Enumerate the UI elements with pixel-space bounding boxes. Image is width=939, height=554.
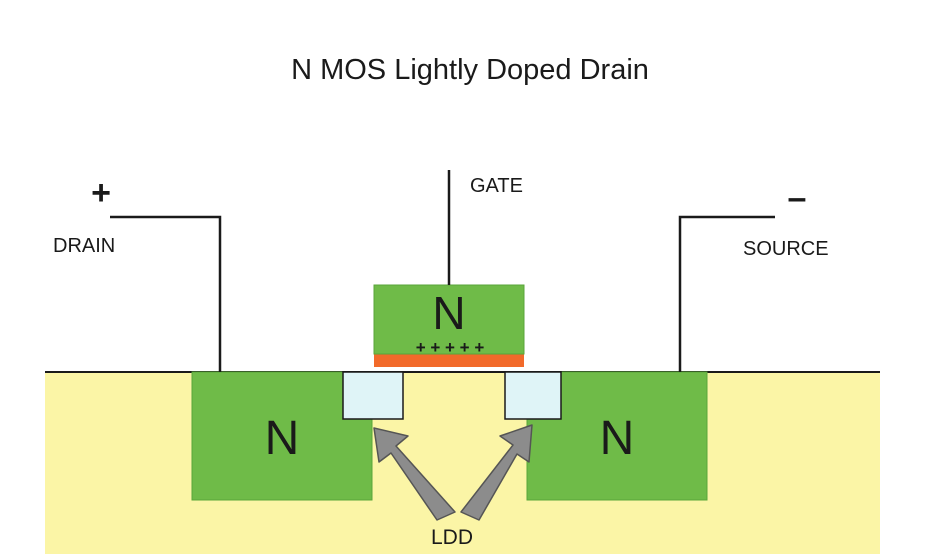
- drain-n-label: N: [265, 412, 300, 465]
- gate-oxide: [374, 354, 524, 367]
- drain-polarity-sign: +: [91, 174, 111, 212]
- drain-wire: [110, 215, 222, 372]
- source-polarity-sign: –: [788, 179, 807, 217]
- ldd-region-drain-side: [342, 371, 404, 420]
- p-substrate: [45, 372, 880, 554]
- source-n-label: N: [600, 412, 635, 465]
- ldd-arrow-left: [373, 427, 456, 521]
- drain-label: DRAIN: [53, 235, 115, 257]
- ldd-arrow-right: [460, 424, 533, 521]
- gate-charges: + + + + +: [416, 338, 485, 357]
- source-label: SOURCE: [743, 238, 829, 260]
- ldd-label: LDD: [431, 526, 473, 549]
- ldd-region-source-side: [504, 371, 562, 420]
- source-wire: [678, 215, 775, 372]
- gate-label: GATE: [470, 175, 523, 197]
- gate-n-region: [373, 284, 525, 355]
- diagram-title: N MOS Lightly Doped Drain: [291, 54, 649, 86]
- drain-n-region: [191, 371, 373, 501]
- gate-n-label: N: [432, 287, 465, 339]
